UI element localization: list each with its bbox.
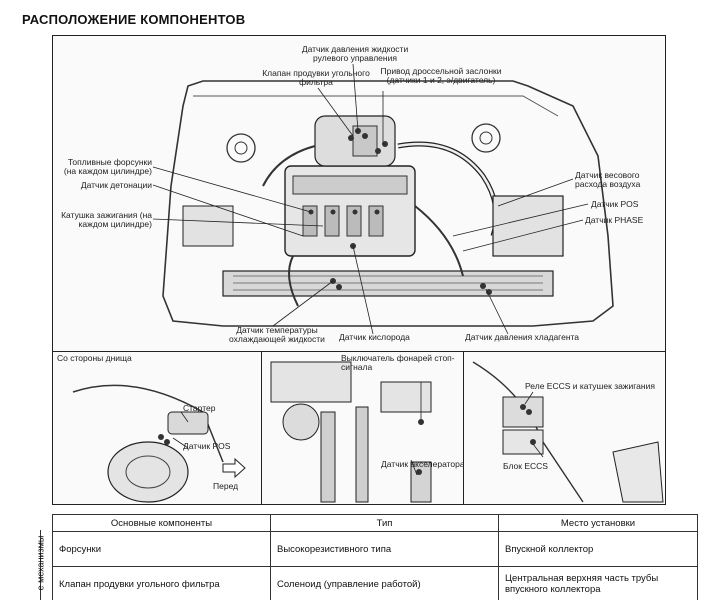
- table-row: Клапан продувки угольного фильтра Солено…: [52, 566, 698, 600]
- detail-panels: Со стороны днища Стартер Датчик POS Пере…: [53, 351, 665, 505]
- label-brake-light-switch: Выключатель фонарей стоп-сигнала: [341, 353, 455, 372]
- underside-panel: Со стороны днища Стартер Датчик POS Пере…: [53, 352, 262, 505]
- table-cell: Центральная верхняя часть трубы впускног…: [498, 566, 698, 600]
- label-front: Перед: [213, 481, 239, 491]
- label-accelerator-sensor: Датчик акселератора: [381, 459, 464, 469]
- label-knock-sensor: Датчик детонации: [80, 180, 152, 190]
- engine-bay-drawing: [152, 63, 614, 335]
- table-header-row: Основные компоненты Тип Место установки: [52, 514, 698, 532]
- label-coolant-temp-sensor: Датчик температуры охлаждающей жидкости: [229, 325, 325, 344]
- label-throttle-actuator: Привод дроссельной заслонки (датчики 1 и…: [380, 66, 502, 85]
- label-refrigerant-pressure-sensor: Датчик давления хладагента: [465, 332, 580, 342]
- underside-drawing: [72, 384, 246, 503]
- label-ecu-unit: Блок ECCS: [503, 461, 548, 471]
- table-side-label: е механизмы: [35, 530, 53, 600]
- table-header: Тип: [270, 514, 499, 532]
- label-underside-pos-sensor: Датчик POS: [183, 441, 231, 451]
- table-header: Место установки: [498, 514, 698, 532]
- table-row: Форсунки Высокорезистивного типа Впускно…: [52, 531, 698, 567]
- label-power-steering-pressure-sensor: Датчик давления жидкости рулевого управл…: [301, 44, 409, 63]
- table-cell: Форсунки: [52, 531, 271, 567]
- label-maf-sensor: Датчик весового расхода воздуха: [575, 170, 641, 189]
- label-ecu-relay: Реле ECCS и катушек зажигания: [525, 381, 655, 391]
- underside-heading: Со стороны днища: [57, 353, 132, 363]
- table-header: Основные компоненты: [52, 514, 271, 532]
- label-oxygen-sensor: Датчик кислорода: [339, 332, 410, 342]
- label-fuel-injectors: Топливные форсунки (на каждом цилиндре): [63, 157, 152, 176]
- engine-diagram: Датчик давления жидкости рулевого управл…: [52, 35, 666, 505]
- label-evap-purge-valve: Клапан продувки угольного фильтра: [262, 68, 370, 87]
- table-cell: Соленоид (управление работой): [270, 566, 499, 600]
- label-pos-sensor: Датчик POS: [591, 199, 639, 209]
- label-starter: Стартер: [183, 403, 216, 413]
- pedal-panel: Выключатель фонарей стоп-сигнала Датчик …: [261, 352, 464, 505]
- label-phase-sensor: Датчик PHASE: [585, 215, 644, 225]
- table-cell: Высокорезистивного типа: [270, 531, 499, 567]
- table-side-text: е механизмы: [35, 535, 46, 591]
- pedal-drawing: [270, 361, 432, 503]
- ecu-panel: Реле ECCS и катушек зажигания Блок ECCS: [463, 352, 665, 505]
- components-table: Основные компоненты Тип Место установки …: [52, 514, 698, 600]
- table-cell: Клапан продувки угольного фильтра: [52, 566, 271, 600]
- ecu-drawing: [472, 361, 664, 503]
- page-title: РАСПОЛОЖЕНИЕ КОМПОНЕНТОВ: [22, 12, 246, 27]
- label-ignition-coil: Катушка зажигания (на каждом цилиндре): [61, 210, 152, 229]
- table-cell: Впускной коллектор: [498, 531, 698, 567]
